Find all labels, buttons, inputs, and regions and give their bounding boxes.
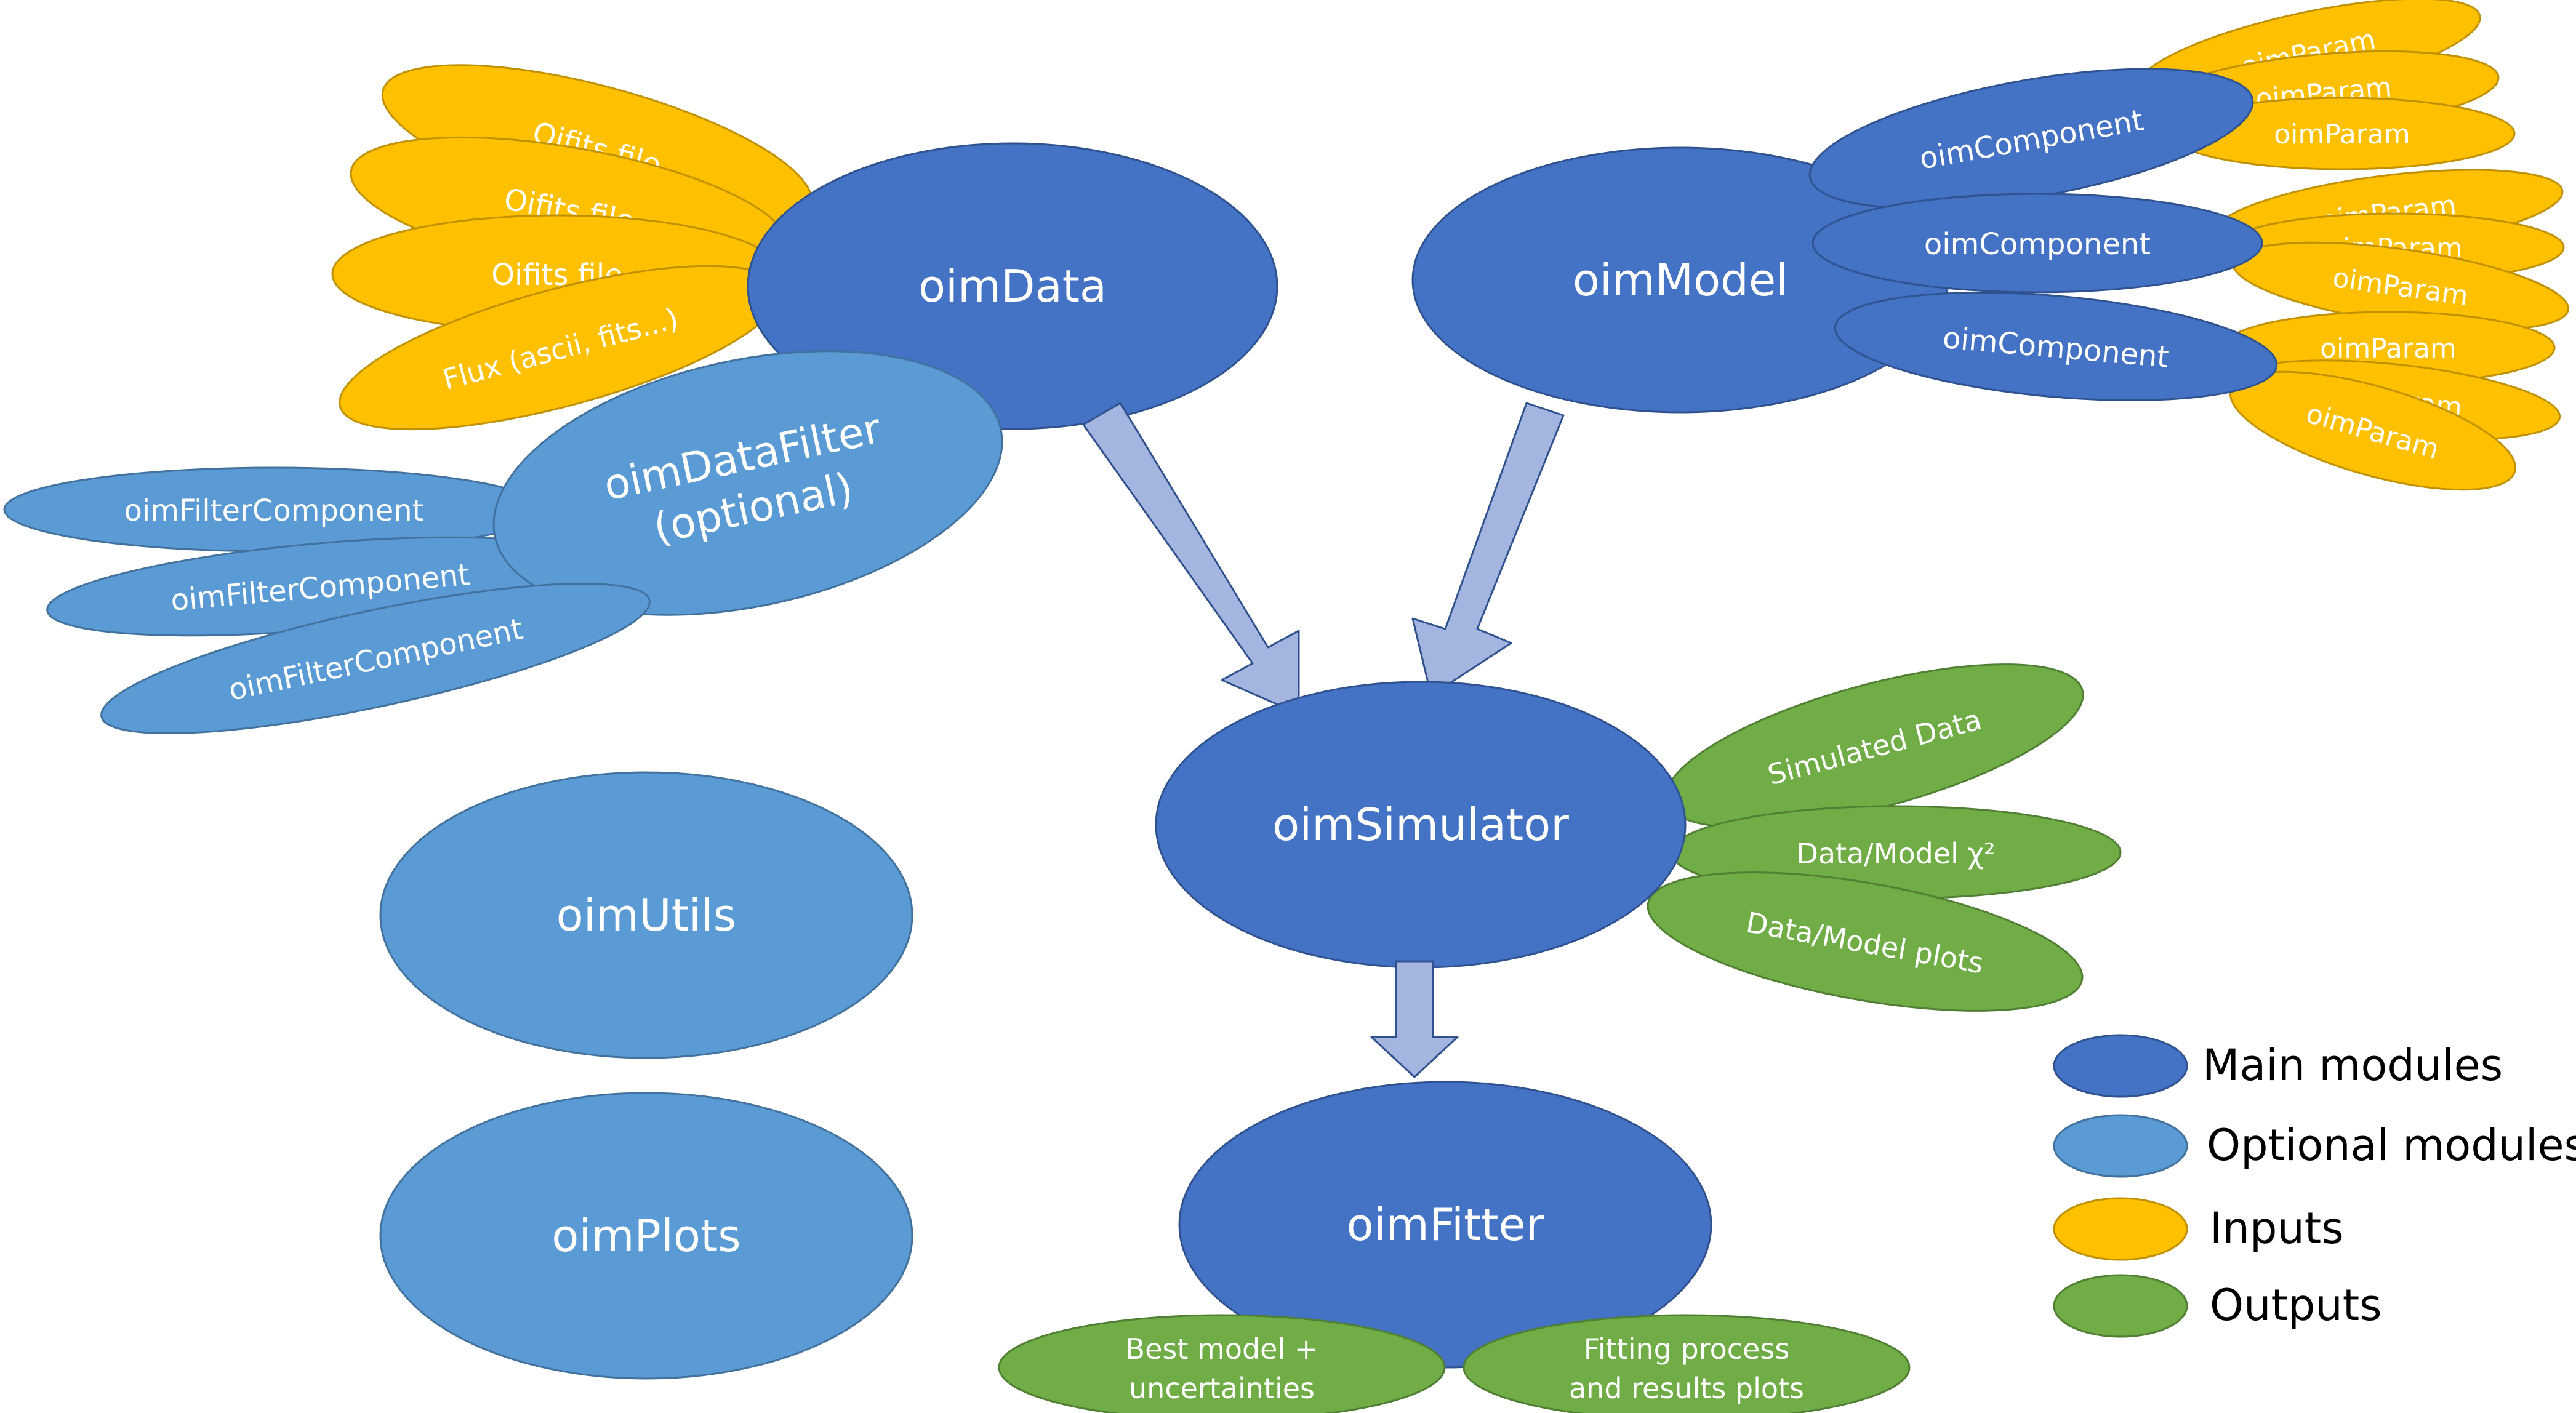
param-label: oimParam (2274, 119, 2410, 150)
module-label: oimFitter (1347, 1199, 1544, 1251)
legend-item-optional: Optional modules (2053, 1114, 2576, 1178)
model-component-1: oimComponent (1808, 68, 2254, 209)
output-fitting-process: Fitting process and results plots (1463, 1314, 1911, 1413)
legend: Main modules Optional modules Inputs Out… (2053, 1034, 2576, 1338)
model-component-label: oimComponent (1924, 227, 2151, 262)
legend-label: Main modules (2202, 1040, 2503, 1091)
filter-component-label: oimFilterComponent (124, 494, 423, 528)
filter-component-1: oimFilterComponent (3, 466, 545, 553)
legend-item-outputs: Outputs (2053, 1274, 2382, 1338)
legend-item-main: Main modules (2053, 1034, 2503, 1098)
output-model-plots: Data/Model plots (1647, 871, 2084, 1012)
module-label: oimPlots (552, 1210, 740, 1262)
module-label: oimUtils (556, 889, 737, 941)
arrow-model-to-simulator (1411, 402, 1565, 697)
param-6: oimParam (2232, 241, 2569, 331)
param-label: oimParam (2320, 333, 2456, 364)
output-label-line1: Fitting process (1584, 1332, 1790, 1366)
module-oimDataFilter: oimDataFilter (optional) (492, 350, 1003, 616)
module-oimFitter: oimFitter (1178, 1081, 1712, 1369)
module-label: oimData (918, 260, 1107, 312)
module-label: oimModel (1573, 254, 1788, 306)
output-simulated-data: Simulated Data (1664, 663, 2084, 828)
module-oimSimulator: oimSimulator (1155, 681, 1687, 969)
output-label-line1: Best model + (1126, 1332, 1318, 1366)
module-oimUtils: oimUtils (379, 771, 913, 1059)
output-label-line2: and results plots (1569, 1372, 1804, 1405)
module-label: oimSimulator (1272, 799, 1569, 851)
legend-label: Optional modules (2207, 1120, 2576, 1171)
model-component-3: oimComponent (1834, 291, 2278, 402)
legend-label: Outputs (2210, 1280, 2382, 1331)
module-oimPlots: oimPlots (379, 1092, 913, 1380)
legend-item-inputs: Inputs (2053, 1197, 2344, 1261)
model-component-2: oimComponent (1812, 193, 2263, 294)
legend-label: Inputs (2210, 1203, 2344, 1254)
output-label: Data/Model χ² (1796, 837, 1995, 870)
output-label-line2: uncertainties (1129, 1372, 1315, 1405)
param-9: oimParam (2229, 370, 2517, 491)
module-oimModel: oimModel (1411, 146, 1949, 414)
arrow-simulator-to-fitter (1370, 960, 1459, 1078)
output-best-model: Best model + uncertainties (998, 1314, 1446, 1413)
arrow-data-to-simulator (1082, 402, 1300, 715)
input-flux: Flux (ascii, fits...) (339, 265, 782, 431)
